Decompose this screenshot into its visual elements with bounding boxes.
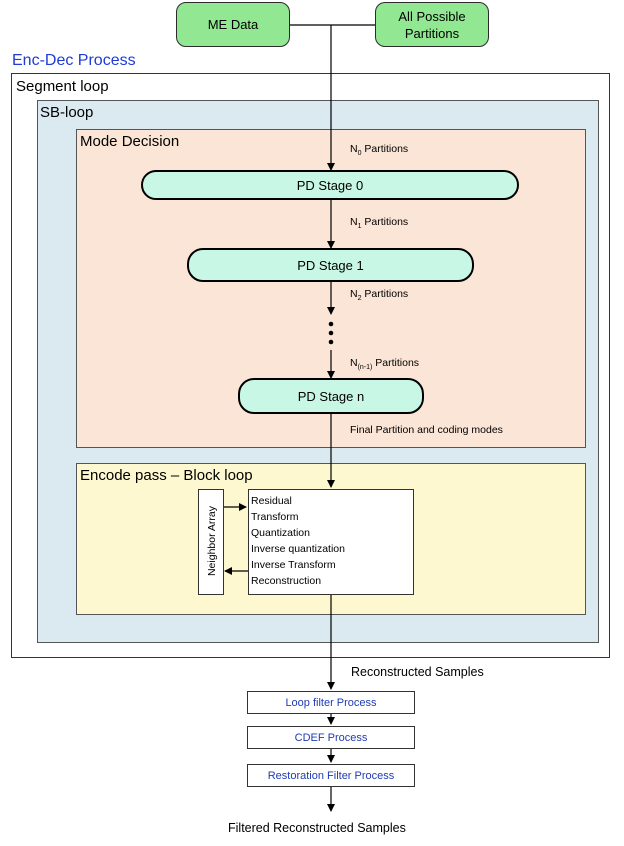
cdef-box: CDEF Process (247, 726, 415, 749)
me-data-box: ME Data (176, 2, 290, 47)
filtered-samples-label: Filtered Reconstructed Samples (228, 821, 406, 835)
neighbor-array-box: Neighbor Array (198, 489, 224, 595)
neighbor-array-label: Neighbor Array (206, 505, 218, 577)
encode-pass-title: Encode pass – Block loop (80, 467, 253, 484)
mode-decision-title: Mode Decision (80, 133, 180, 150)
all-partitions-label-1: All Possible (398, 8, 466, 24)
pd-stage-0-label: PD Stage 0 (296, 177, 364, 193)
final-partition-label: Final Partition and coding modes (350, 424, 503, 436)
cdef-label: CDEF Process (294, 731, 368, 744)
step-quantization: Quantization (251, 527, 310, 539)
enc-dec-title: Enc-Dec Process (12, 52, 136, 69)
all-partitions-box: All Possible Partitions (375, 2, 489, 47)
pd-stage-0: PD Stage 0 (141, 170, 519, 200)
segment-loop-title: Segment loop (16, 78, 109, 95)
pd-stage-1: PD Stage 1 (187, 248, 474, 282)
n1-partitions-label: N1 Partitions (350, 216, 409, 230)
me-data-label: ME Data (207, 17, 259, 32)
step-transform: Transform (251, 511, 299, 523)
step-reconstruction: Reconstruction (251, 575, 322, 587)
ellipsis-dot (328, 339, 334, 345)
step-inverse-quantization: Inverse quantization (251, 543, 345, 555)
step-inverse-transform: Inverse Transform (251, 559, 336, 571)
ellipsis-dot (328, 330, 334, 336)
pd-stage-n-label: PD Stage n (297, 388, 365, 404)
loop-filter-label: Loop filter Process (285, 696, 377, 709)
n0-partitions-label: N0 Partitions (350, 143, 409, 157)
n2-partitions-label: N2 Partitions (350, 288, 409, 302)
encode-steps-box: Residual Transform Quantization Inverse … (248, 489, 414, 595)
all-partitions-label-2: Partitions (404, 25, 460, 41)
pd-stage-1-label: PD Stage 1 (297, 257, 364, 273)
ellipsis-dot (328, 321, 334, 327)
restoration-filter-label: Restoration Filter Process (267, 769, 395, 782)
reconstructed-samples-label: Reconstructed Samples (351, 665, 484, 679)
loop-filter-box: Loop filter Process (247, 691, 415, 714)
pd-stage-n: PD Stage n (238, 378, 424, 414)
nn1-partitions-label: N(n-1) Partitions (350, 357, 420, 371)
restoration-filter-box: Restoration Filter Process (247, 764, 415, 787)
step-residual: Residual (251, 495, 292, 507)
sb-loop-title: SB-loop (40, 104, 94, 121)
enc-dec-region (11, 73, 610, 658)
